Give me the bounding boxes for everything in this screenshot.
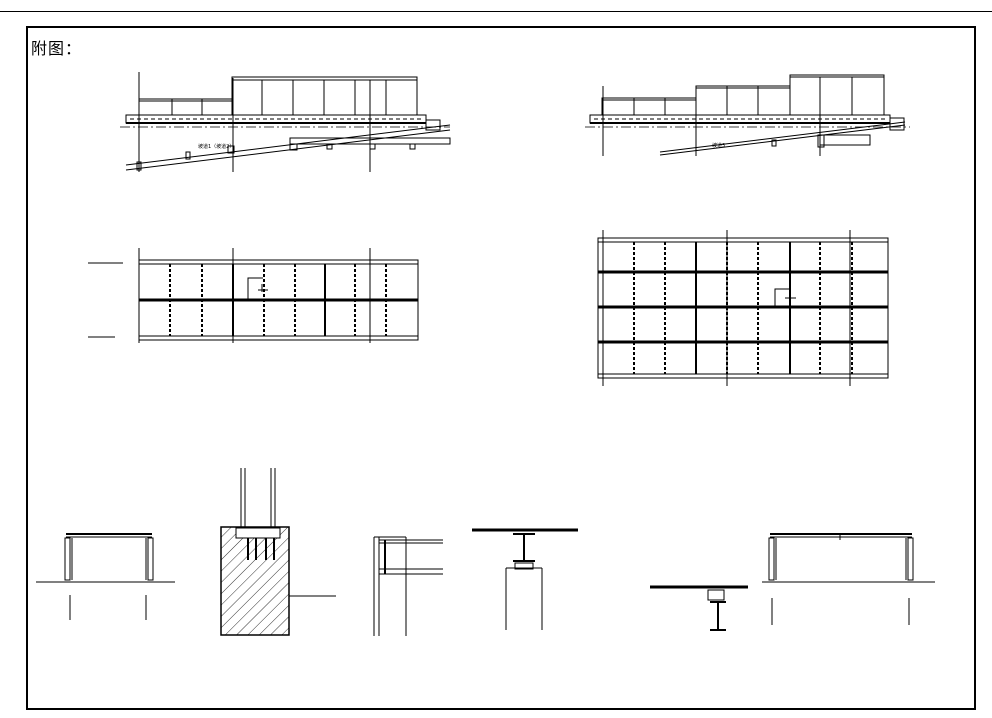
section-left [36, 533, 175, 620]
elevation-left: 坡道1（坡道2） [120, 72, 451, 172]
foundation-detail [220, 468, 336, 636]
plan-left [88, 248, 419, 343]
column-top-detail [472, 528, 578, 630]
top-border-line [0, 11, 992, 12]
slope-label-right: 坡道3 [712, 142, 725, 149]
elevation-right: 坡道3 [585, 74, 910, 156]
plan-right [597, 230, 889, 386]
drawing-frame [26, 26, 976, 710]
i-section-detail [650, 585, 748, 631]
beam-connection-detail [373, 536, 443, 636]
slope-label-left: 坡道1（坡道2） [198, 143, 234, 150]
page-heading: 附图： [31, 39, 83, 58]
section-right [762, 533, 935, 625]
